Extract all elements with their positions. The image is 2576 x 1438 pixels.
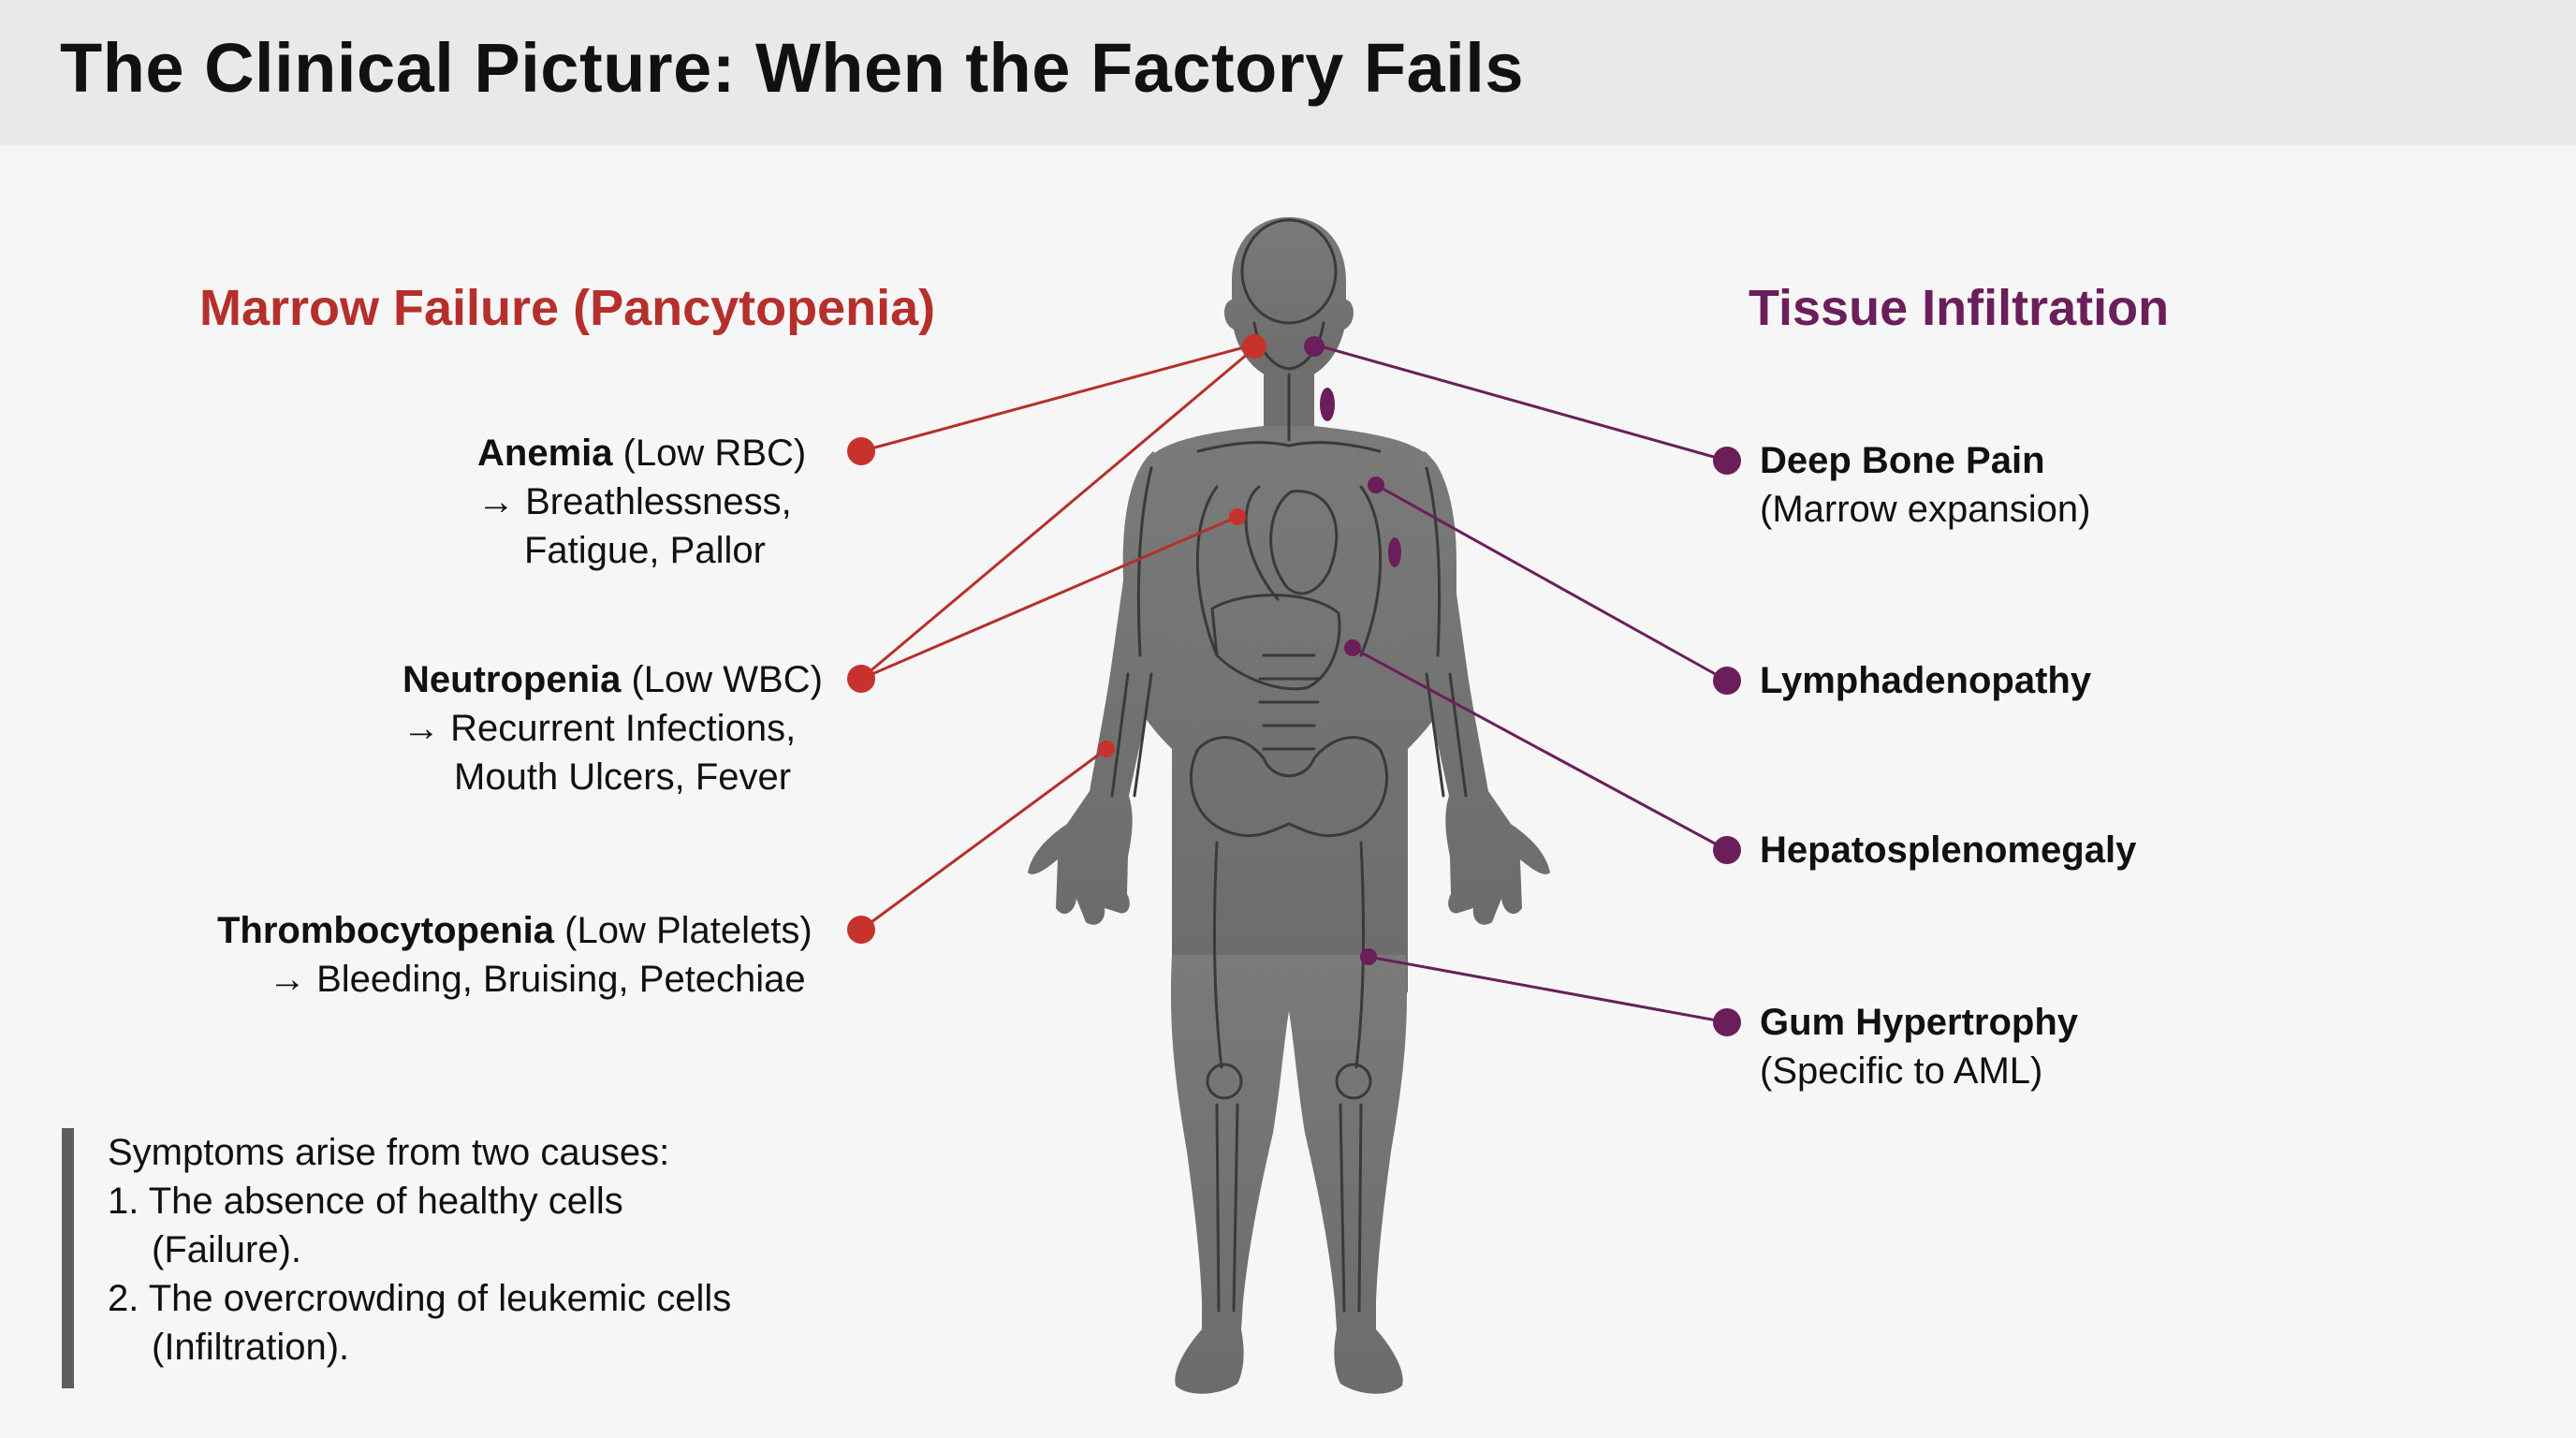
note-point-2-line-2: (Infiltration). [152,1327,350,1368]
gum-hypertrophy-term: Gum Hypertrophy [1760,1002,2079,1043]
anemia-term: Anemia [477,433,613,474]
anemia-connector [860,343,1255,453]
neutropenia-term: Neutropenia [402,659,622,700]
note-point-2-num: 2. [108,1278,139,1319]
lymphadenopathy-term: Lymphadenopathy [1760,660,2092,701]
bone-pain-connector [1313,343,1728,462]
lymphadenopathy-label: Lymphadenopathy [1760,656,2091,705]
chest-dot [1229,508,1246,525]
note-point-1-line-2: (Failure). [152,1229,302,1270]
thrombocytopenia-paren: (Low Platelets) [554,910,812,951]
leg-dot [1360,948,1377,965]
tissue-infiltration-heading: Tissue Infiltration [1749,280,2170,336]
hepatosplenomegaly-connector [1352,646,1728,852]
neutropenia-label: Neutropenia (Low WBC) → Recurrent Infect… [402,655,823,801]
thrombocytopenia-connector [860,747,1107,932]
neutropenia-effect-2: Mouth Ulcers, Fever [454,756,792,798]
label-bullets [847,437,1741,1036]
note-point-2-line-1: The overcrowding of leukemic cells [148,1278,732,1319]
target-dots [1098,334,1384,965]
thrombocytopenia-bullet [847,916,875,944]
hepatosplenomegaly-label: Hepatosplenomegaly [1760,826,2136,874]
neutropenia-connector-chest [860,515,1238,681]
mouth-dot [1242,334,1266,359]
anemia-paren: (Low RBC) [612,433,807,474]
gum-dot [1304,336,1325,357]
lymph-dot [1368,477,1384,493]
hepatosplenomegaly-term: Hepatosplenomegaly [1760,829,2137,871]
neutropenia-paren: (Low WBC) [621,659,823,700]
anemia-effect-2: Fatigue, Pallor [524,530,766,571]
anemia-effect-1: → Breathlessness, [477,481,792,522]
anemia-bullet [847,437,875,465]
gum-hypertrophy-sub: (Specific to AML) [1760,1050,2043,1092]
neutropenia-effect-1: → Recurrent Infections, [402,708,797,749]
bone-pain-term: Deep Bone Pain [1760,440,2045,481]
gum-hypertrophy-label: Gum Hypertrophy (Specific to AML) [1760,998,2078,1095]
hepatosplenomegaly-bullet [1713,836,1741,864]
spleen-dot [1344,639,1361,656]
marrow-failure-heading: Marrow Failure (Pancytopenia) [199,280,936,336]
lymphadenopathy-connector [1375,483,1728,682]
thrombocytopenia-effect-1: → Bleeding, Bruising, Petechiae [269,959,806,1000]
neutropenia-connector-mouth [860,346,1255,681]
neutropenia-bullet [847,665,875,693]
involvement-spots [1320,388,1401,567]
bone-pain-label: Deep Bone Pain (Marrow expansion) [1760,436,2090,534]
title-bar: The Clinical Picture: When the Factory F… [0,0,2576,145]
note-point-1-num: 1. [108,1181,139,1222]
gum-hypertrophy-bullet [1713,1008,1741,1036]
bone-pain-sub: (Marrow expansion) [1760,489,2091,530]
slide-title: The Clinical Picture: When the Factory F… [60,29,1524,107]
connector-lines [860,343,1728,1024]
thrombocytopenia-term: Thrombocytopenia [217,910,555,951]
lymphadenopathy-bullet [1713,667,1741,695]
bone-pain-bullet [1713,447,1741,475]
thrombocytopenia-label: Thrombocytopenia (Low Platelets) → Bleed… [217,906,812,1004]
anemia-label: Anemia (Low RBC) → Breathlessness, Fatig… [477,429,806,575]
summary-note: Symptoms arise from two causes: 1. The a… [62,1128,773,1388]
gum-hypertrophy-connector [1368,955,1728,1024]
note-intro: Symptoms arise from two causes: [108,1132,670,1173]
arm-dot [1098,741,1115,757]
note-point-1-line-1: The absence of healthy cells [148,1181,623,1222]
